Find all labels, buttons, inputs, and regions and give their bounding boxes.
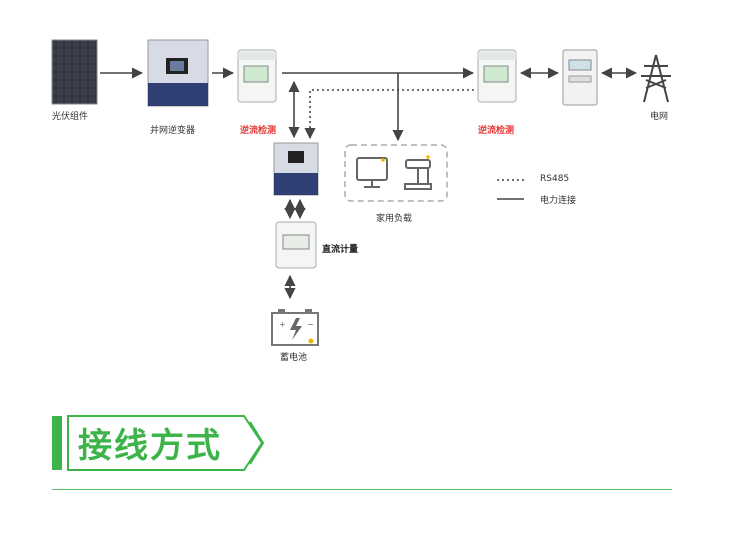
utility-meter-icon bbox=[562, 49, 598, 106]
pv-panel-label: 光伏组件 bbox=[52, 112, 89, 122]
section-title: 接线方式 bbox=[78, 426, 222, 466]
power-lines bbox=[100, 67, 638, 300]
solar-panel-icon bbox=[51, 39, 98, 105]
grid-label: 电网 bbox=[650, 112, 669, 122]
battery-label: 蓄电池 bbox=[280, 353, 308, 363]
legend-power-label: 电力连接 bbox=[540, 196, 577, 206]
dc-meter-label: 直流计量 bbox=[322, 245, 359, 255]
section-divider bbox=[52, 489, 672, 490]
meter-left-label: 逆流检测 bbox=[240, 126, 277, 136]
home-load-label: 家用负载 bbox=[376, 214, 413, 224]
legend-rs485-label: RS485 bbox=[540, 174, 570, 184]
meter-left-icon bbox=[237, 49, 277, 103]
meter-right-icon bbox=[477, 49, 517, 103]
svg-text:−: − bbox=[307, 320, 314, 329]
home-load-group bbox=[344, 144, 448, 202]
inverter-label: 并网逆变器 bbox=[150, 126, 196, 136]
svg-text:+: + bbox=[279, 320, 286, 329]
appliance-icon bbox=[404, 155, 432, 190]
inverter-icon bbox=[147, 39, 209, 107]
section-banner bbox=[52, 415, 265, 471]
dc-meter-icon bbox=[275, 221, 317, 269]
battery-icon: + − bbox=[271, 309, 319, 346]
monitor-icon bbox=[356, 157, 388, 188]
rs485-lines bbox=[284, 89, 474, 220]
power-tower-icon bbox=[641, 54, 671, 103]
meter-right-label: 逆流检测 bbox=[478, 126, 515, 136]
storage-inverter-icon bbox=[273, 142, 319, 196]
